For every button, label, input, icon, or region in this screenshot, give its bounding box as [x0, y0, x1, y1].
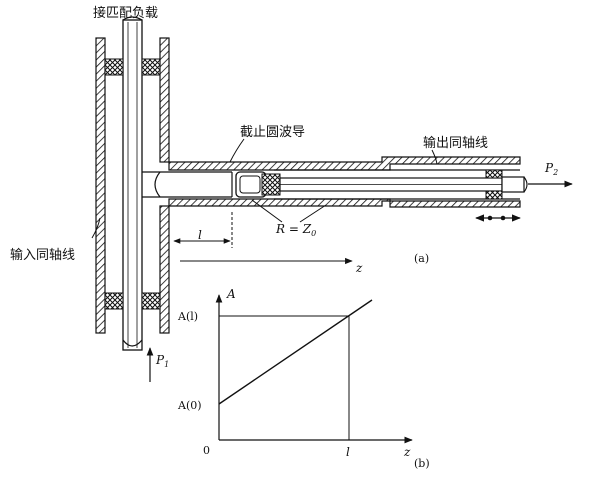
label-p1: P1	[155, 353, 169, 369]
label-length-l: l	[198, 228, 202, 242]
input-support-bottom-right	[141, 292, 161, 310]
label-fig-b: (b)	[414, 457, 430, 470]
label-z-top: z	[355, 261, 363, 275]
dimension-l	[168, 212, 353, 265]
label-output-coax: 输出同轴线	[423, 135, 488, 151]
label-resistor: R = Z0	[275, 222, 316, 238]
resistor-r	[261, 173, 281, 196]
input-support-bottom-left	[104, 292, 124, 310]
cutoff-waveguide	[142, 156, 521, 208]
input-coax-inner-conductor	[122, 19, 143, 351]
graph-tick-l: l	[346, 445, 350, 459]
label-input-coax: 输入同轴线	[10, 247, 75, 263]
leader-lines	[91, 138, 438, 239]
input-coax-right-wall-upper	[159, 37, 170, 163]
graph-y-label: A	[226, 287, 236, 301]
label-p2: P2	[544, 161, 558, 177]
input-support-top-right	[141, 58, 161, 76]
input-coax-right-wall-lower	[159, 205, 170, 334]
label-cutoff-waveguide: 截止圆波导	[240, 125, 305, 140]
output-coax	[235, 169, 573, 222]
input-coax	[95, 16, 170, 351]
graph-tick-al: A(l)	[177, 310, 198, 323]
graph-x-label: z	[403, 445, 411, 459]
input-coax-left-wall	[95, 37, 106, 334]
graph-tick-a0: A(0)	[177, 399, 202, 412]
label-fig-a: (a)	[414, 252, 429, 265]
label-matched-load: 接匹配负载	[93, 5, 158, 21]
graph-b	[215, 294, 413, 444]
graph-attenuation-line	[218, 299, 373, 405]
graph-origin: 0	[203, 444, 210, 457]
input-support-top-left	[104, 58, 124, 76]
